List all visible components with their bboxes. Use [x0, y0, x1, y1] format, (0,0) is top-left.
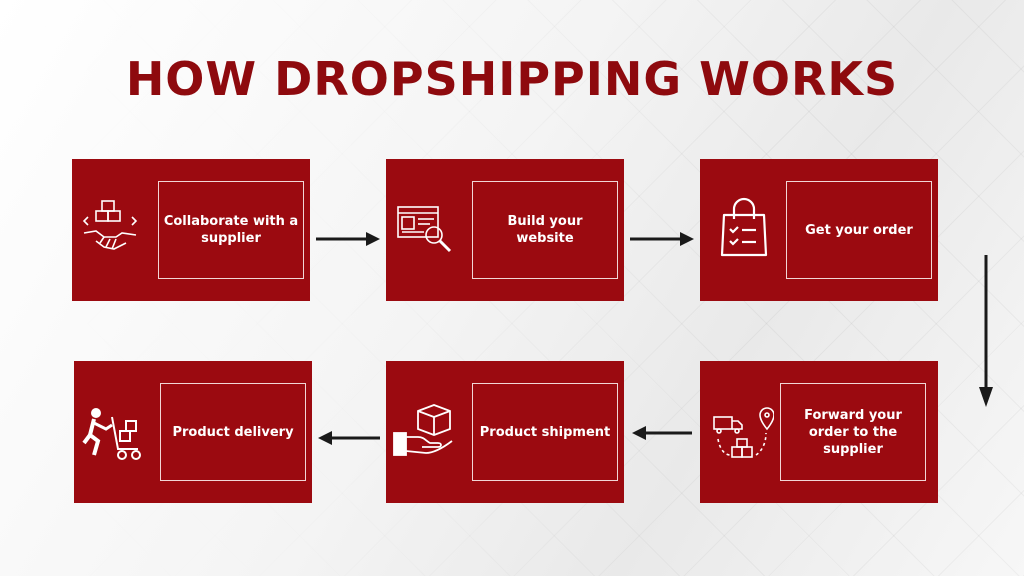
arrow-left-2 — [316, 429, 380, 447]
step-label-box: Forward your order to the supplier — [780, 383, 926, 481]
step-label-box: Build your website — [472, 181, 618, 279]
step-label: Get your order — [805, 222, 913, 238]
handshake-boxes-icon — [78, 197, 142, 261]
step-label: Collaborate with a supplier — [163, 214, 299, 246]
step-label-box: Get your order — [786, 181, 932, 279]
arrow-right-2 — [630, 230, 696, 248]
delivery-person-cart-icon — [82, 403, 146, 467]
website-search-icon — [394, 199, 458, 263]
step-label: Product delivery — [172, 424, 294, 440]
step-card-build-website: Build your website — [386, 159, 624, 301]
step-card-collaborate: Collaborate with a supplier — [72, 159, 310, 301]
step-label: Forward your order to the supplier — [804, 407, 902, 457]
step-label: Build your website — [507, 214, 583, 246]
step-label-box: Product shipment — [472, 383, 618, 481]
page-title: HOW DROPSHIPPING WORKS — [125, 52, 899, 106]
step-card-product-shipment: Product shipment — [386, 361, 624, 503]
step-card-get-order: Get your order — [700, 159, 938, 301]
step-label: Product shipment — [479, 424, 611, 440]
step-label-box: Product delivery — [160, 383, 306, 481]
step-card-forward-order: Forward your order to the supplier — [700, 361, 938, 503]
step-card-product-delivery: Product delivery — [74, 361, 312, 503]
delivery-truck-location-icon — [710, 403, 775, 467]
arrow-left-1 — [630, 424, 692, 442]
hand-box-icon — [392, 397, 456, 461]
shopping-bag-icon — [712, 197, 776, 261]
arrow-right-1 — [316, 230, 382, 248]
arrow-down — [977, 255, 995, 409]
step-label-box: Collaborate with a supplier — [158, 181, 304, 279]
